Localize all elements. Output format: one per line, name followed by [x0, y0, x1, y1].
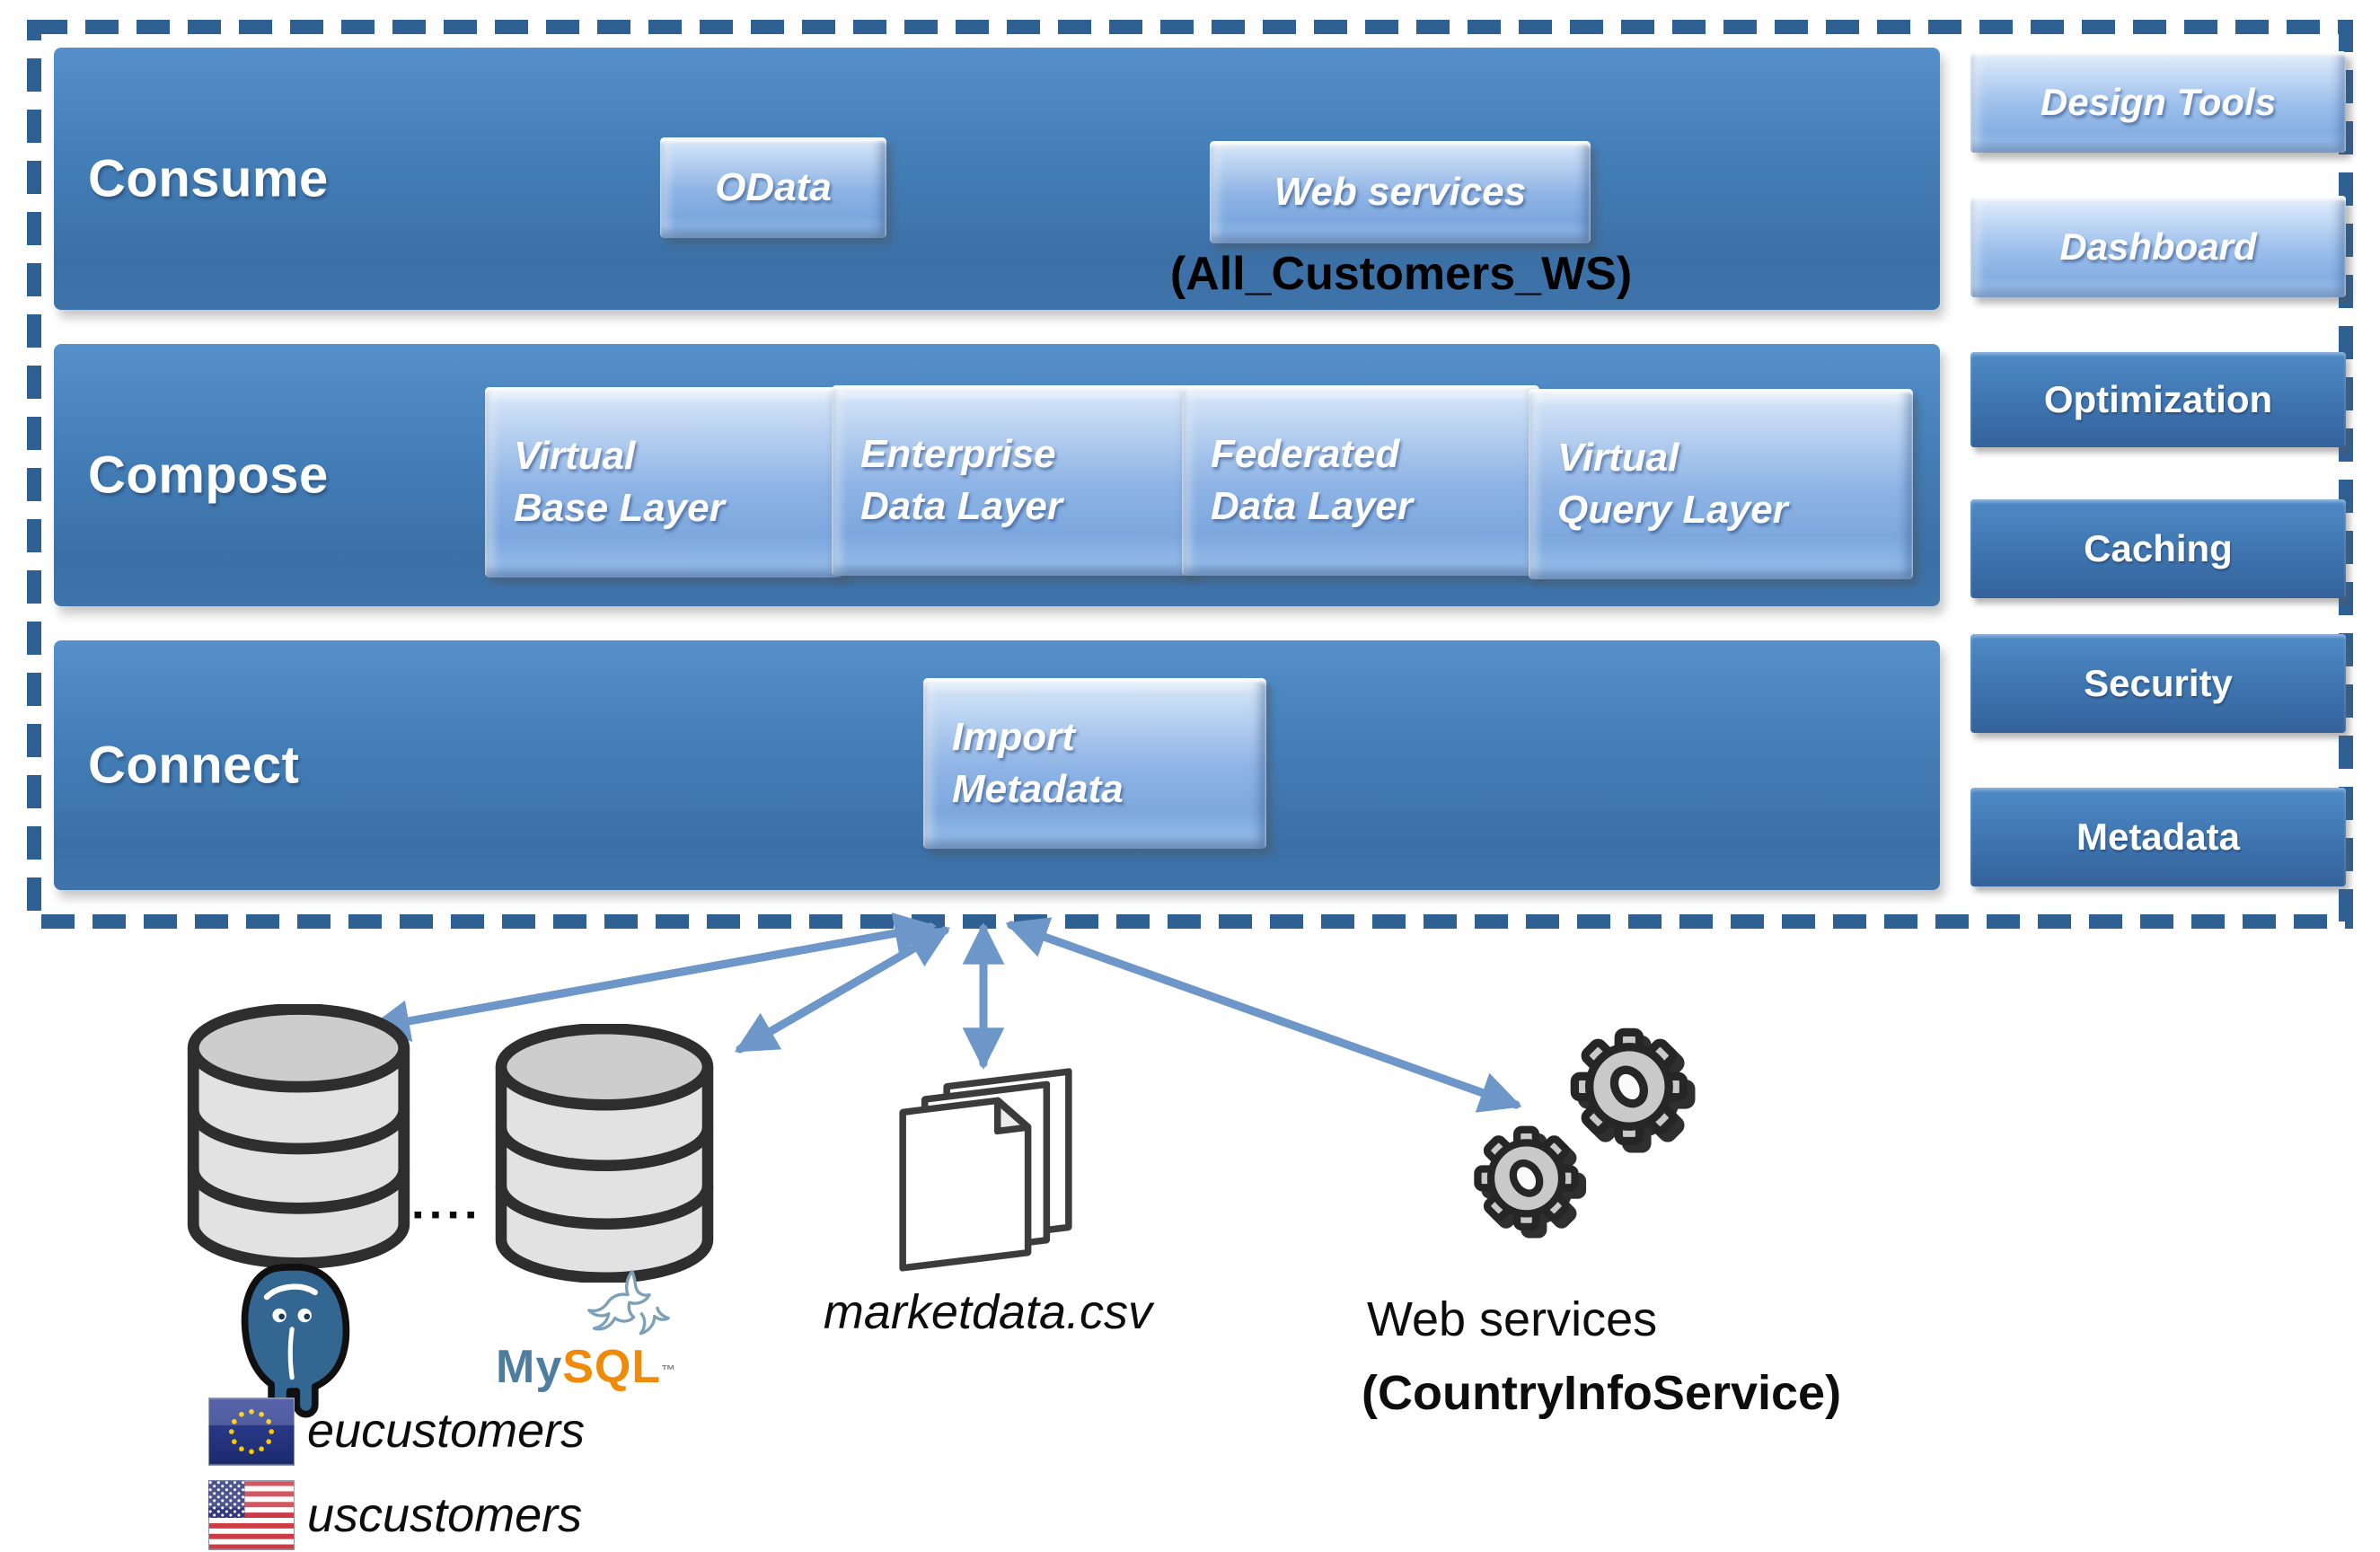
postgresql-logo-icon — [241, 1263, 350, 1418]
federated-data-layer-line2: Data Layer — [1211, 484, 1414, 528]
design-tools-button: Design Tools — [1970, 51, 2346, 153]
platform-dashed-border — [27, 20, 2353, 929]
arrow-platform-to-mysql-db-icon — [734, 926, 951, 1054]
all-customers-ws-annotation: (All_Customers_WS) — [1169, 248, 1633, 300]
marketdata-csv-label: marketdata.csv — [823, 1285, 1153, 1339]
virtual-base-layer-line2: Base Layer — [514, 486, 725, 530]
virtual-query-layer-button: Virtual Query Layer — [1529, 389, 1913, 579]
federated-data-layer-button: Federated Data Layer — [1182, 385, 1539, 576]
dashboard-button: Dashboard — [1970, 196, 2346, 297]
compose-band-label: Compose — [88, 445, 329, 505]
metadata-button: Metadata — [1970, 788, 2346, 886]
enterprise-data-layer-line1: Enterprise — [860, 431, 1056, 476]
web-services-button: Web services — [1210, 141, 1591, 243]
gears-icon — [1444, 981, 1724, 1288]
uscustomers-label: uscustomers — [307, 1488, 583, 1542]
virtual-query-layer-line1: Virtual — [1557, 435, 1679, 480]
more-databases-dots: ▪▪▪▪ — [413, 1200, 484, 1230]
enterprise-data-layer-button: Enterprise Data Layer — [832, 385, 1193, 576]
mysql-dolphin-icon — [587, 1270, 670, 1336]
mysql-wordmark: MySQL™ — [496, 1340, 676, 1394]
arrow-platform-to-postgres-db-icon — [367, 913, 937, 1042]
security-button: Security — [1970, 634, 2346, 733]
eucustomers-label: eucustomers — [307, 1404, 586, 1458]
csv-file-icon — [899, 1068, 1072, 1272]
federated-data-layer-line1: Federated — [1211, 431, 1400, 476]
connect-band-label: Connect — [88, 736, 300, 795]
caching-button: Caching — [1970, 499, 2346, 598]
us-flag-icon — [208, 1480, 295, 1550]
consume-band-label: Consume — [88, 149, 329, 208]
virtual-query-layer-line2: Query Layer — [1557, 488, 1788, 532]
virtual-base-layer-button: Virtual Base Layer — [485, 387, 842, 578]
enterprise-data-layer-line2: Data Layer — [860, 484, 1063, 528]
consume-band: Consume OData Web services (All_Customer… — [54, 48, 1940, 310]
eu-flag-icon — [208, 1398, 295, 1466]
import-metadata-line1: Import — [952, 714, 1075, 759]
mysql-trademark: ™ — [661, 1363, 677, 1379]
database-icon — [187, 1004, 410, 1268]
optimization-button: Optimization — [1970, 352, 2346, 447]
web-services-source-label: Web services — [1367, 1292, 1658, 1346]
country-info-service-label: (CountryInfoService) — [1362, 1366, 1842, 1420]
connector-arrows — [367, 913, 1522, 1113]
arrow-platform-to-web-service-icon — [1005, 917, 1522, 1113]
mysql-wordmark-my: My — [496, 1341, 563, 1393]
import-metadata-line2: Metadata — [952, 767, 1124, 811]
compose-band: Compose Virtual Base Layer Enterprise Da… — [54, 344, 1940, 606]
virtual-base-layer-line1: Virtual — [514, 433, 636, 478]
mysql-wordmark-sql: SQL — [562, 1341, 662, 1393]
connect-band: Connect Import Metadata — [54, 640, 1940, 890]
odata-button: OData — [660, 137, 886, 238]
database-icon — [495, 1024, 714, 1283]
import-metadata-button: Import Metadata — [923, 678, 1266, 849]
